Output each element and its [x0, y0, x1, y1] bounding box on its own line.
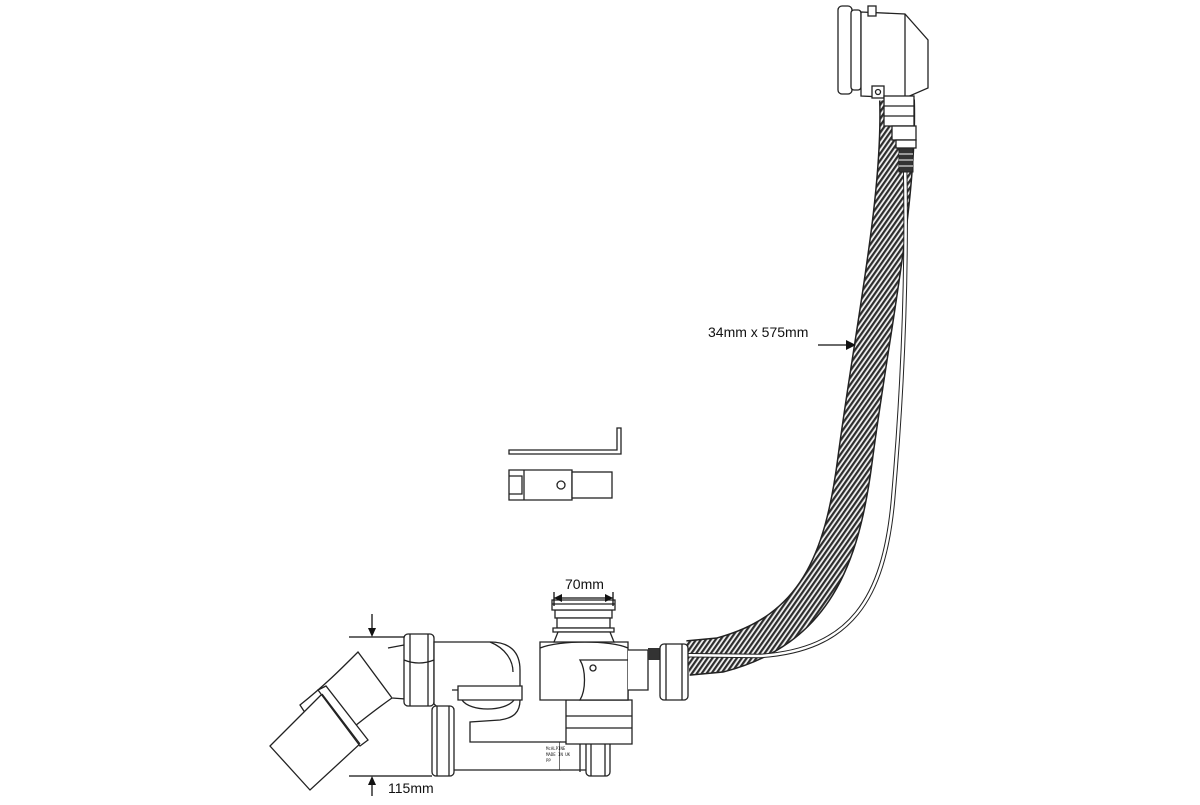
hose-size-label: 34mm x 575mm [708, 324, 809, 340]
svg-text:PP: PP [546, 758, 551, 763]
dim-70mm [553, 592, 614, 606]
control-cable [667, 159, 908, 659]
corrugated-hose [686, 99, 916, 676]
trap-nut-upper [403, 633, 435, 707]
spanner-tool [508, 469, 613, 501]
plug-head [551, 599, 616, 643]
trap-body [431, 641, 611, 777]
hex-key [508, 427, 622, 455]
waste-body [539, 641, 689, 701]
trap-height-label: 115mm [388, 780, 434, 796]
overflow-head [837, 5, 929, 173]
outlet-pipe [269, 641, 421, 791]
trap-stamp: McALPINE MADE IN UK PP [546, 746, 571, 763]
dim-hose-arrow [818, 340, 856, 350]
waste-diameter-label: 70mm [565, 576, 604, 592]
svg-text:McALPINE: McALPINE [546, 746, 566, 751]
svg-text:MADE IN UK: MADE IN UK [546, 752, 571, 757]
dim-115mm [349, 614, 432, 796]
